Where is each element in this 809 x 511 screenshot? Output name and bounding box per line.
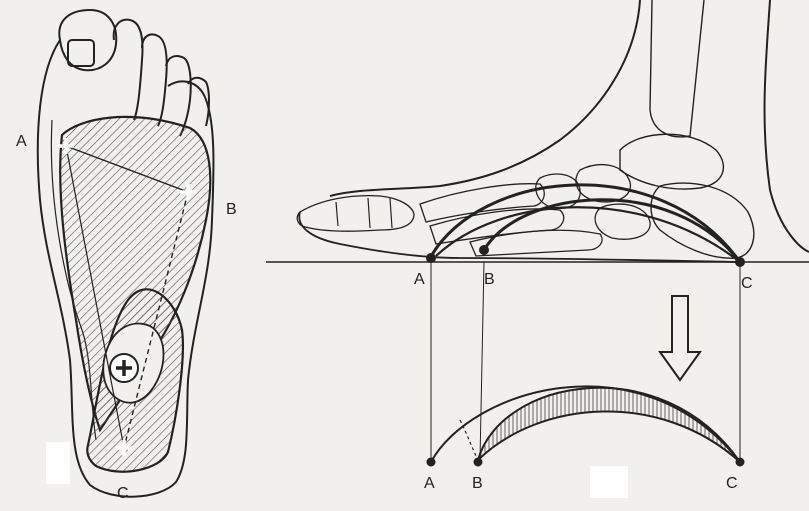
projection-b <box>480 262 484 460</box>
arch-spring-hatched <box>478 388 740 462</box>
leg-back <box>765 0 809 252</box>
side-label-a: A <box>414 271 425 288</box>
sole-label-c: C <box>117 485 129 502</box>
navicular-bone <box>576 165 630 202</box>
load-arrow-icon <box>660 296 700 380</box>
arch-label-b: B <box>472 475 483 492</box>
toe-2 <box>114 20 143 120</box>
side-point-a <box>427 254 435 262</box>
arch-label-a: A <box>424 475 435 492</box>
calcaneus-bone <box>651 183 754 258</box>
side-label-c: C <box>741 275 753 292</box>
paper-patch-left <box>46 442 70 484</box>
leg-front <box>330 0 640 196</box>
side-point-b <box>480 246 488 254</box>
side-label-b: B <box>484 271 495 288</box>
tibia-bone <box>650 0 704 137</box>
sole-label-a: A <box>16 133 27 150</box>
side-view <box>266 0 809 466</box>
arch-point-a <box>428 459 435 466</box>
arch-point-b <box>475 459 482 466</box>
talus-bone <box>620 134 723 189</box>
arch-spring-inner <box>460 420 478 460</box>
sole-label-b: B <box>226 201 237 218</box>
arch-label-c: C <box>726 475 738 492</box>
toe-3 <box>142 35 167 127</box>
big-toe-nail <box>68 40 94 66</box>
paper-patch-right <box>590 466 628 498</box>
metatarsal-2 <box>430 209 564 244</box>
arch-point-c <box>737 459 744 466</box>
phalanges-2 <box>336 198 392 228</box>
center-of-gravity-marker <box>110 354 138 382</box>
phalanges <box>297 196 414 232</box>
sole-view <box>38 10 214 497</box>
